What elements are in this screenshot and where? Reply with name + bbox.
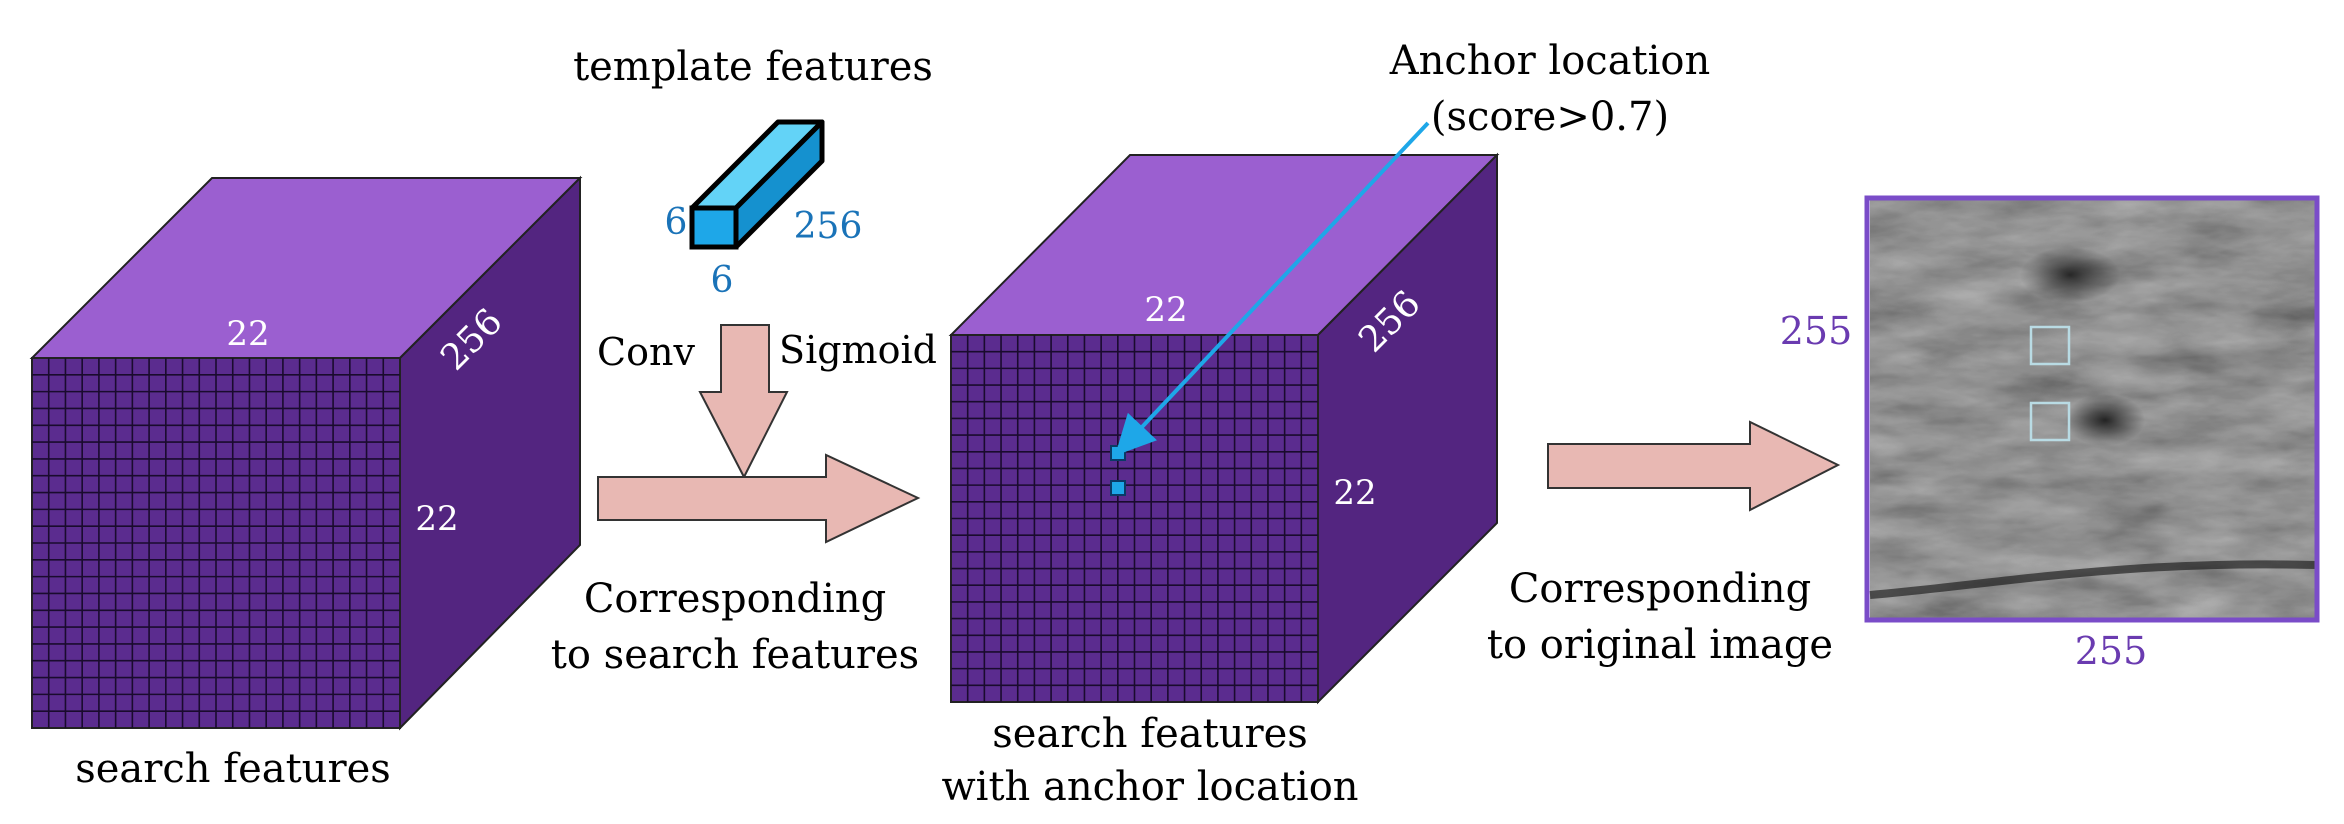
cube1-grid	[32, 358, 400, 728]
image-dark-spot-2	[2065, 394, 2145, 446]
search-anchor-line1: search features	[992, 711, 1308, 757]
corr-search-line2: to search features	[551, 632, 919, 678]
image-box-2	[2029, 401, 2071, 442]
image-width-dim: 255	[2075, 629, 2148, 673]
cube2-side-dim: 22	[1333, 473, 1376, 513]
corr-orig-line1: Corresponding	[1509, 566, 1811, 612]
template-bottom-dim: 6	[711, 260, 734, 301]
corr-orig-line2: to original image	[1487, 622, 1833, 668]
image-box-1	[2029, 325, 2071, 366]
template-depth-dim: 256	[794, 206, 863, 247]
anchor-pointer-arrow	[1115, 121, 1430, 456]
sigmoid-label: Sigmoid	[779, 328, 937, 372]
search-features-label: search features	[75, 746, 391, 792]
cube1-top-dim: 22	[226, 314, 269, 354]
conv-label: Conv	[597, 330, 695, 374]
anchor-location-line1: Anchor location	[1389, 38, 1711, 84]
image-dark-spot-1	[2020, 247, 2120, 303]
anchor-cell-2	[1110, 480, 1126, 496]
conv-down-arrow	[698, 324, 789, 480]
anchor-features-cube	[948, 152, 1500, 705]
template-left-dim: 6	[665, 202, 688, 243]
to-search-features-arrow	[597, 453, 921, 544]
search-anchor-line2: with anchor location	[941, 764, 1358, 810]
original-image	[1864, 195, 2320, 623]
search-features-cube	[29, 175, 583, 731]
template-front-face	[689, 205, 739, 250]
anchor-location-line2: (score>0.7)	[1431, 94, 1669, 140]
corr-search-line1: Corresponding	[584, 576, 886, 622]
original-image-border	[1864, 195, 2320, 623]
image-dark-streak	[1869, 560, 2317, 599]
template-features-label: template features	[573, 44, 933, 90]
cube2-top-dim: 22	[1144, 290, 1187, 330]
template-features-block	[689, 119, 825, 250]
to-original-image-arrow	[1547, 420, 1841, 512]
image-height-dim: 255	[1780, 309, 1853, 353]
cube1-side-dim: 22	[415, 499, 458, 539]
anchor-cell-1	[1110, 445, 1126, 461]
